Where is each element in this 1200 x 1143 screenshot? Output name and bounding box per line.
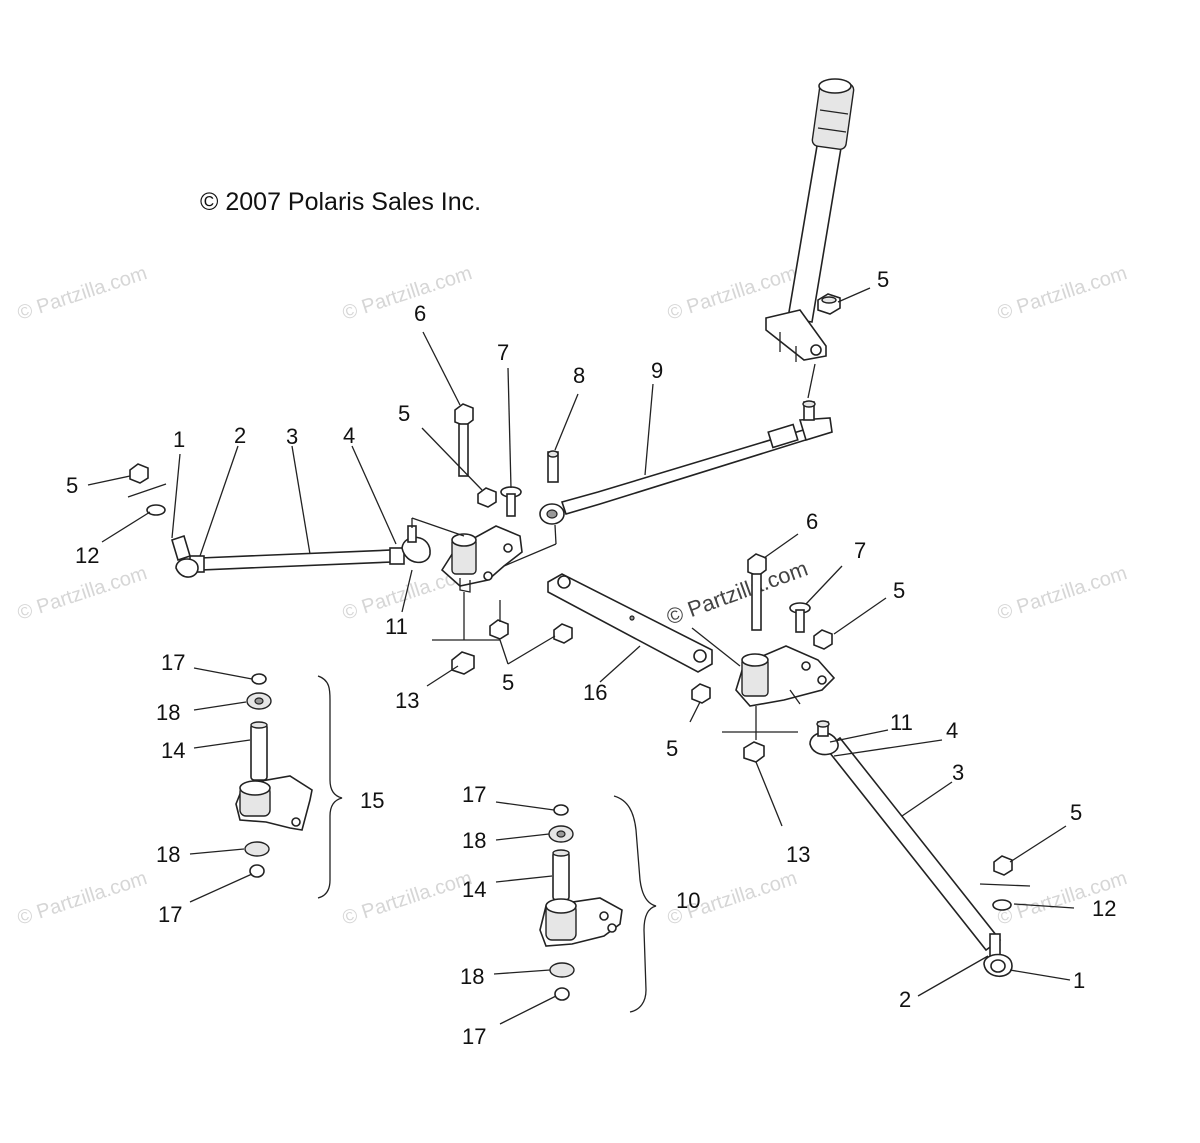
watermark: © Partzilla.com: [995, 262, 1130, 325]
watermark: © Partzilla.com: [995, 562, 1130, 625]
nut-right: [993, 855, 1013, 876]
label-5: 5: [1070, 800, 1082, 825]
label-17: 17: [462, 782, 486, 807]
copyright-text: © 2007 Polaris Sales Inc.: [200, 188, 481, 216]
nut: [553, 623, 573, 644]
label-18: 18: [460, 964, 484, 989]
bolt-left: [454, 403, 474, 477]
parts-layer: [127, 78, 1031, 1013]
label-15: 15: [360, 788, 384, 813]
label-5: 5: [893, 578, 905, 603]
drag-link: [539, 400, 833, 525]
label-4: 4: [343, 423, 355, 448]
center-link: [547, 573, 713, 673]
label-10: 10: [676, 888, 700, 913]
left-bellcrank: [440, 525, 523, 593]
right-bellcrank: [735, 645, 836, 707]
right-tie-rod: [809, 720, 1013, 978]
label-7: 7: [497, 340, 509, 365]
label-2: 2: [234, 423, 246, 448]
label-5: 5: [666, 736, 678, 761]
watermark: © Partzilla.com: [15, 867, 150, 930]
label-5: 5: [502, 670, 514, 695]
nut: [691, 683, 711, 704]
left-tie-rod: [171, 525, 431, 578]
label-17: 17: [158, 902, 182, 927]
label-14: 14: [462, 877, 486, 902]
callout-labels: 1 2 3 4 5 12 11 6 7 8 9 5 13 5 16 6 7 5 …: [66, 267, 1116, 1049]
watermark: © Partzilla.com: [15, 262, 150, 325]
label-6: 6: [414, 301, 426, 326]
nut-13-left: [451, 651, 475, 675]
center-watermark: © Partzilla.com: [663, 556, 811, 630]
label-11: 11: [385, 614, 408, 639]
label-8: 8: [573, 363, 585, 388]
watermark: © Partzilla.com: [340, 262, 475, 325]
label-18: 18: [156, 842, 180, 867]
label-4: 4: [946, 718, 958, 743]
bolt-short-left: [500, 486, 522, 517]
washer-left: [146, 504, 166, 516]
label-7: 7: [854, 538, 866, 563]
label-16: 16: [583, 680, 607, 705]
nut: [489, 619, 509, 640]
watermark: © Partzilla.com: [340, 867, 475, 930]
label-1: 1: [173, 427, 185, 452]
steering-column: [765, 78, 855, 399]
label-6: 6: [806, 509, 818, 534]
label-12: 12: [75, 543, 99, 568]
bolt-short-right: [789, 602, 811, 633]
assembly-15: [235, 673, 343, 899]
label-3: 3: [952, 760, 964, 785]
label-11: 11: [890, 710, 913, 735]
label-17: 17: [462, 1024, 486, 1049]
nut-13-right: [743, 741, 765, 763]
label-3: 3: [286, 424, 298, 449]
label-18: 18: [156, 700, 180, 725]
label-13: 13: [786, 842, 810, 867]
label-9: 9: [651, 358, 663, 383]
leader-lines: [87, 287, 1075, 1025]
nut: [813, 629, 833, 650]
washer-right: [992, 899, 1012, 911]
label-17: 17: [161, 650, 185, 675]
label-1: 1: [1073, 968, 1085, 993]
label-5: 5: [877, 267, 889, 292]
label-5: 5: [398, 401, 410, 426]
nut-left: [129, 463, 149, 484]
label-14: 14: [161, 738, 185, 763]
assembly-10: [539, 795, 657, 1013]
label-2: 2: [899, 987, 911, 1012]
label-13: 13: [395, 688, 419, 713]
label-12: 12: [1092, 896, 1116, 921]
label-18: 18: [462, 828, 486, 853]
bolt-8: [547, 450, 559, 483]
watermark: © Partzilla.com: [15, 562, 150, 625]
label-5: 5: [66, 473, 78, 498]
bolt-right: [747, 553, 767, 631]
nut: [477, 487, 497, 508]
